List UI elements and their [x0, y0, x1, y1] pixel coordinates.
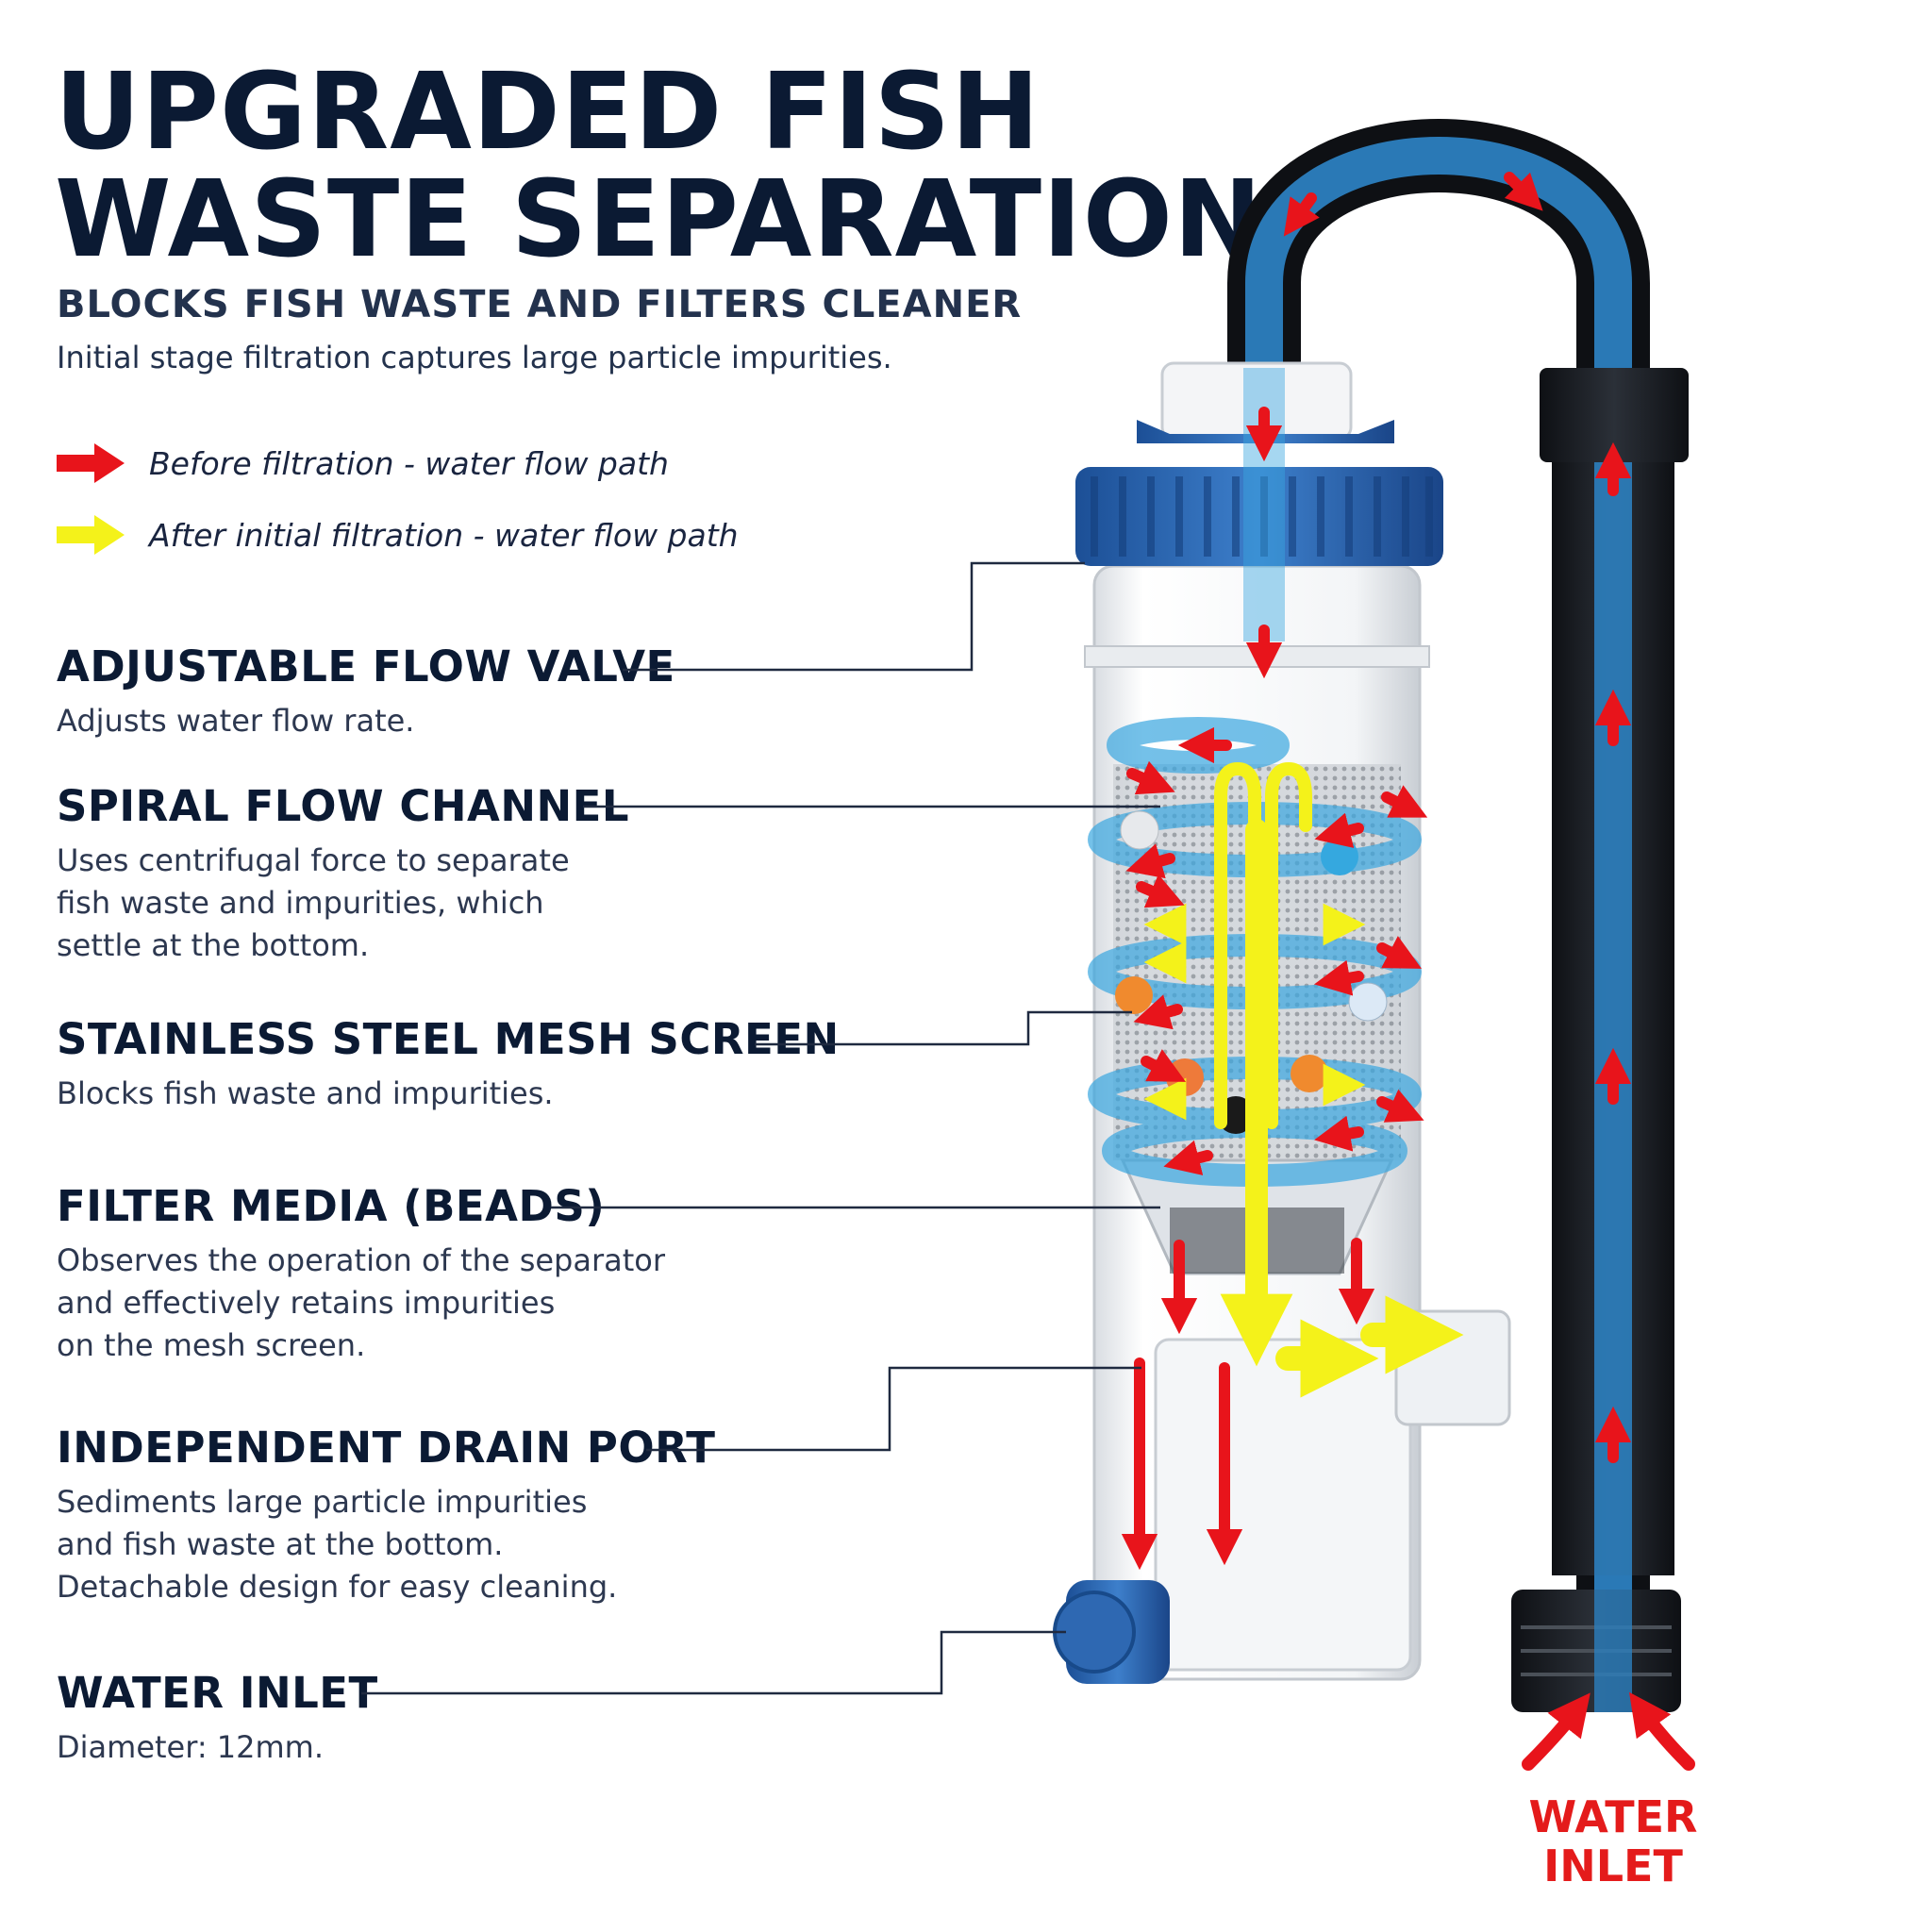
yellow-flow-path [1143, 761, 1464, 1398]
legend-item-before: Before filtration - water flow path [57, 441, 669, 485]
feature-title: INDEPENDENT DRAIN PORT [57, 1423, 716, 1473]
water-inlet-callout-line-2: INLET [1543, 1840, 1683, 1891]
lead-text: Initial stage filtration captures large … [57, 340, 892, 375]
subtitle: BLOCKS FISH WASTE AND FILTERS CLEANER [57, 283, 1023, 326]
feature-water-inlet: WATER INLET Diameter: 12mm. [57, 1668, 378, 1769]
feature-desc: Uses centrifugal force to separate fish … [57, 842, 570, 963]
feature-desc: Diameter: 12mm. [57, 1729, 325, 1765]
drain-knob-icon [1053, 1580, 1170, 1684]
feature-desc: Sediments large particle impurities and … [57, 1484, 618, 1605]
feature-desc: Observes the operation of the separator … [57, 1242, 666, 1363]
feature-filter-media: FILTER MEDIA (BEADS) Observes the operat… [57, 1181, 665, 1367]
legend-label-after: After initial filtration - water flow pa… [149, 516, 739, 554]
feature-title: WATER INLET [57, 1668, 378, 1718]
red-arrow-icon [57, 443, 125, 483]
page-title: UPGRADED FISH WASTE SEPARATION [55, 58, 1263, 274]
title-line-1: UPGRADED FISH [55, 51, 1041, 174]
water-inlet-callout: WATER INLET [1519, 1792, 1707, 1890]
feature-drain-port: INDEPENDENT DRAIN PORT Sediments large p… [57, 1423, 715, 1608]
water-inlet-callout-line-1: WATER [1528, 1791, 1698, 1842]
feature-title: SPIRAL FLOW CHANNEL [57, 781, 630, 831]
feature-title: STAINLESS STEEL MESH SCREEN [57, 1014, 840, 1064]
legend-label-before: Before filtration - water flow path [149, 444, 669, 482]
feature-spiral-channel: SPIRAL FLOW CHANNEL Uses centrifugal for… [57, 781, 629, 967]
feature-desc: Blocks fish waste and impurities. [57, 1075, 554, 1111]
title-line-2: WASTE SEPARATION [55, 158, 1263, 281]
feature-flow-valve: ADJUSTABLE FLOW VALVE Adjusts water flow… [57, 641, 675, 742]
return-tube [1227, 119, 1689, 1712]
feature-title: FILTER MEDIA (BEADS) [57, 1181, 606, 1231]
feature-title: ADJUSTABLE FLOW VALVE [57, 641, 675, 691]
feature-mesh-screen: STAINLESS STEEL MESH SCREEN Blocks fish … [57, 1014, 840, 1115]
canister [1053, 361, 1511, 1684]
feature-desc: Adjusts water flow rate. [57, 703, 415, 739]
legend-item-after: After initial filtration - water flow pa… [57, 513, 739, 557]
yellow-arrow-icon [57, 515, 125, 555]
